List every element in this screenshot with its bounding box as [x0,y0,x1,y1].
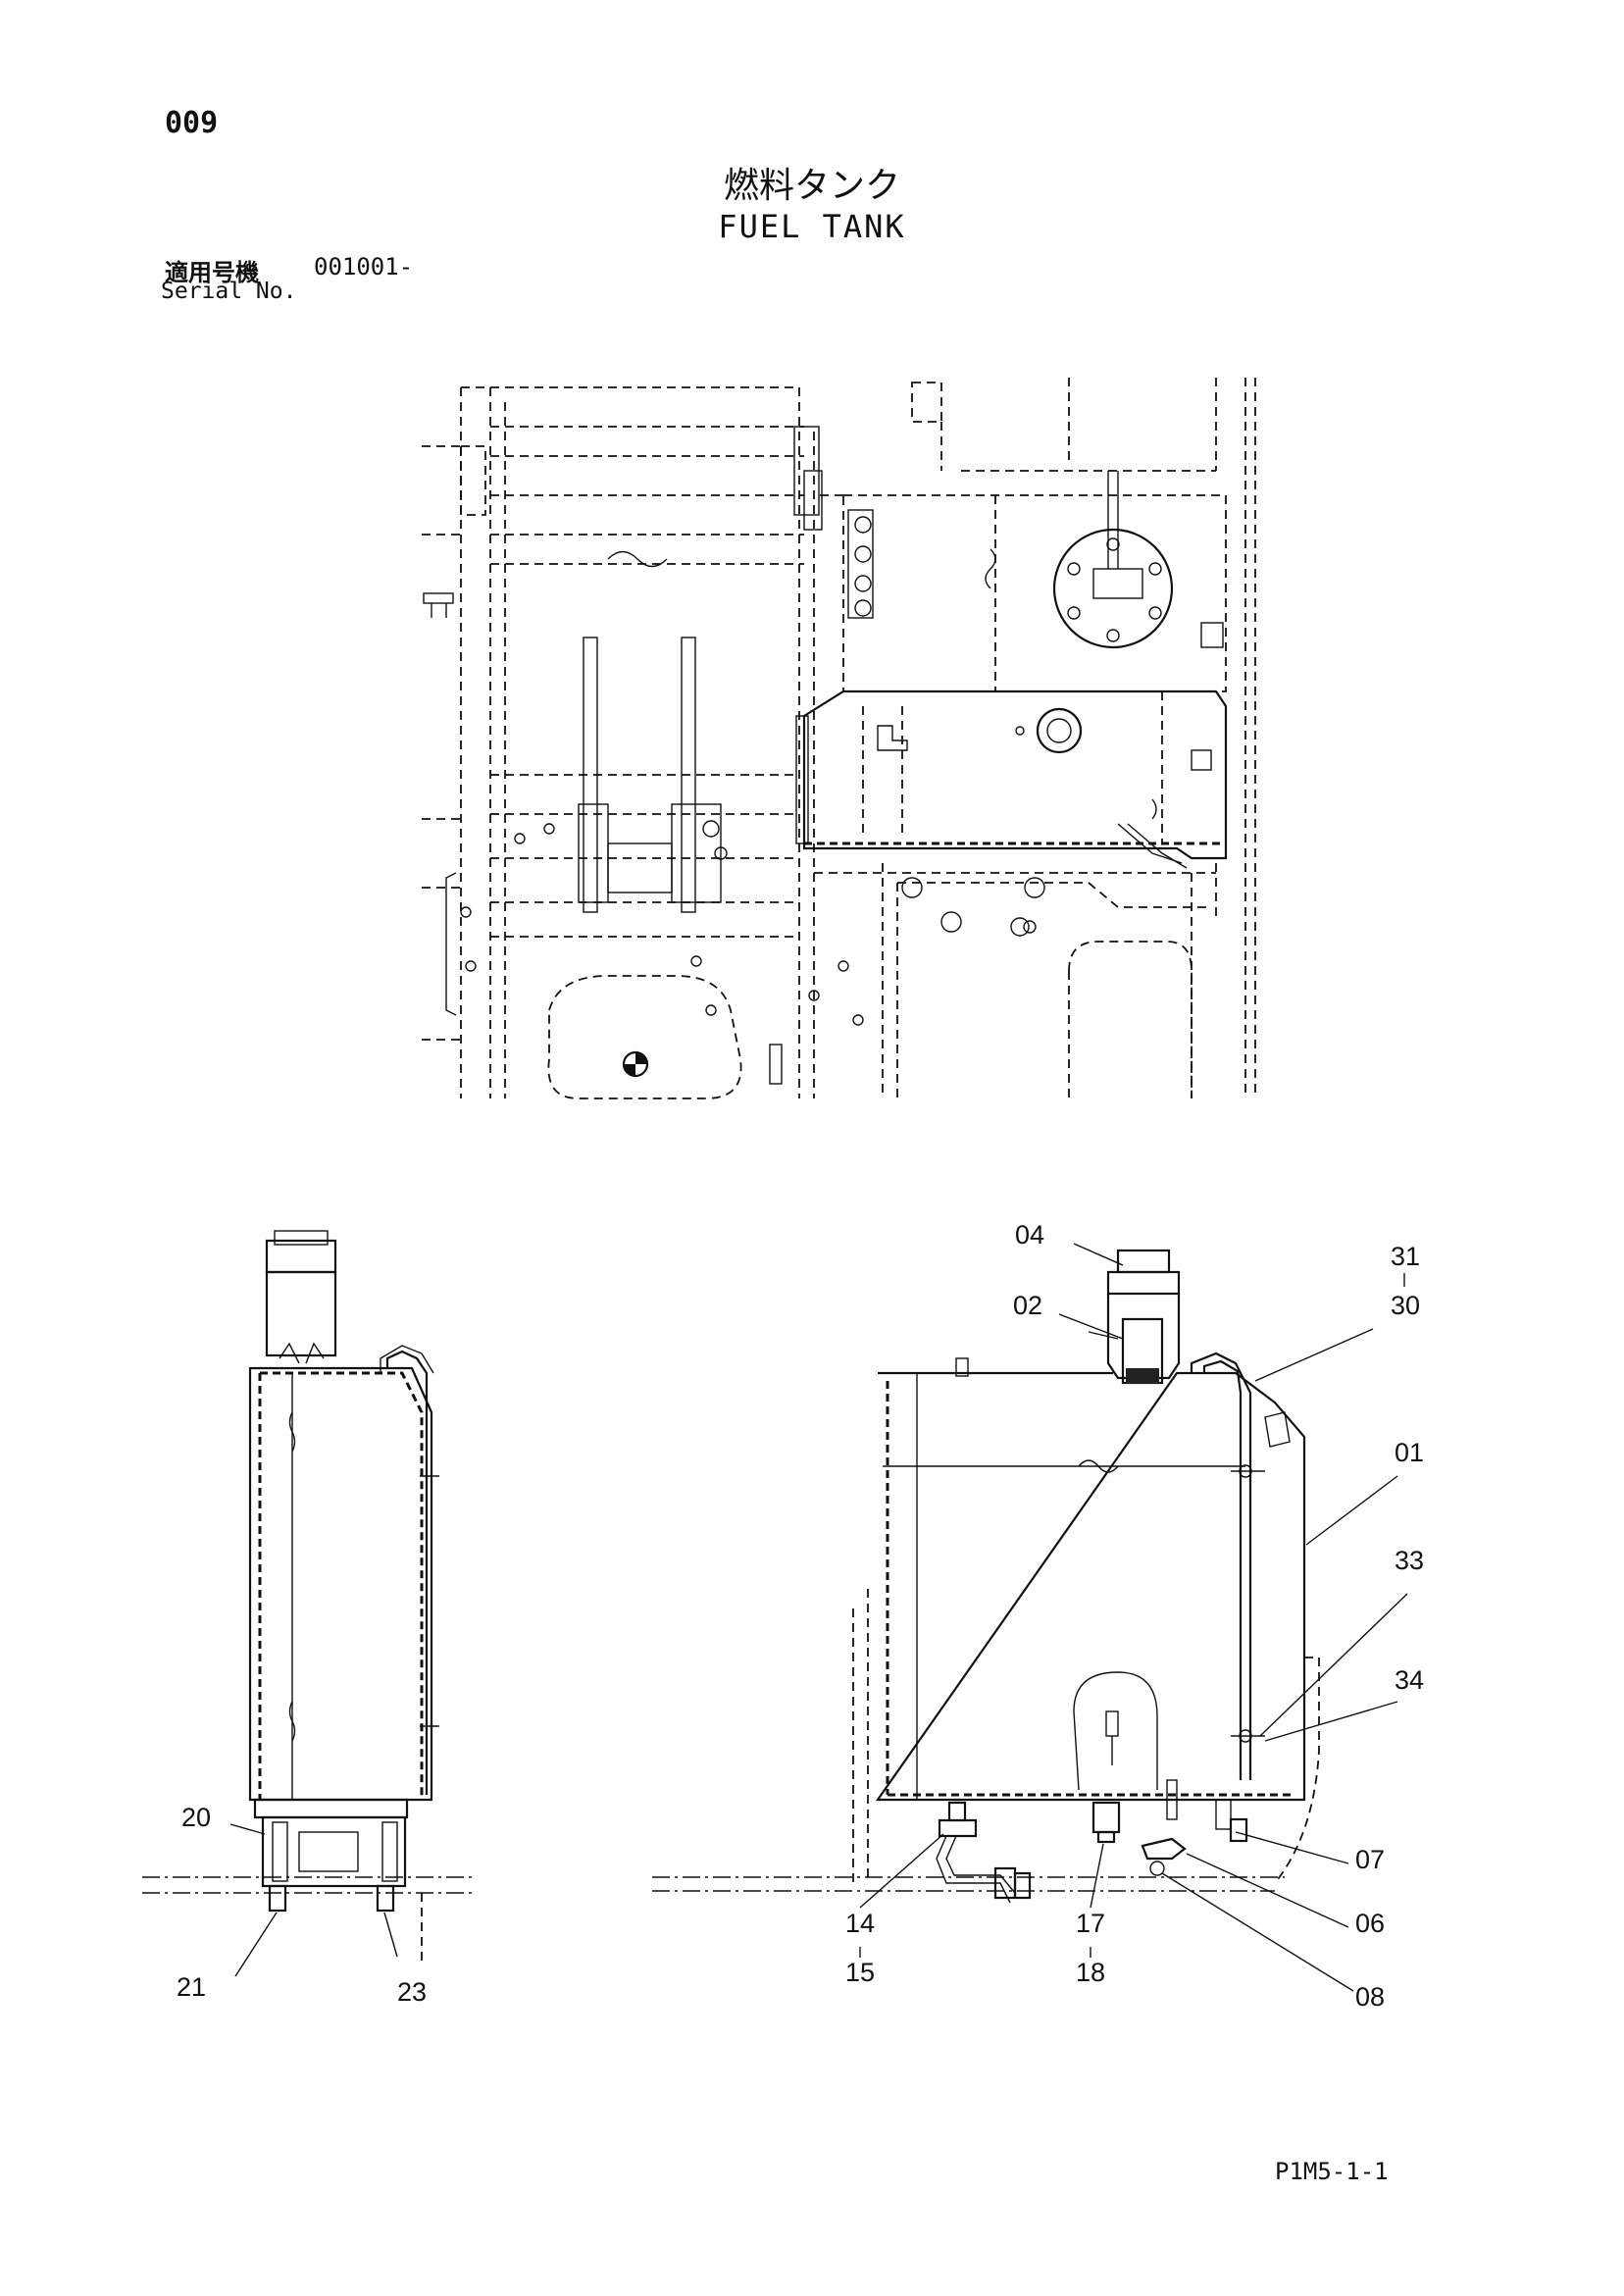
callout-33: 33 [1395,1546,1424,1575]
page-code: P1M5-1-1 [1275,2158,1389,2185]
callout-20: 20 [181,1803,211,1832]
front-view-drawing [652,1243,1408,1992]
callout-02: 02 [1013,1291,1042,1320]
callout-14: 14 [845,1909,875,1938]
callout-15: 15 [845,1958,875,1987]
callout-21: 21 [177,1972,206,2002]
page-number: 009 [165,106,219,140]
callout-17: 17 [1076,1909,1105,1938]
callout-23: 23 [397,1977,427,2007]
callout-08: 08 [1355,1982,1385,2012]
side-view-drawing [142,1230,476,1977]
callout-18: 18 [1076,1958,1105,1987]
callout-31: 31 [1391,1242,1420,1271]
callout-34: 34 [1395,1665,1424,1695]
front-view-callouts: 04 02 31 30 01 33 34 07 06 08 14 15 17 1… [845,1220,1424,2012]
serial-label-english: Serial No. [161,279,297,304]
serial-number-value: 001001- [314,253,414,281]
top-view-drawing [422,378,1256,1099]
callout-07: 07 [1355,1845,1385,1874]
side-view-callouts: 20 21 23 [177,1803,427,2007]
page-title-japanese: 燃料タンク [723,166,900,206]
callout-30: 30 [1391,1291,1420,1320]
page-title-english: FUEL TANK [718,208,906,245]
serial-label-japanese: 適用号機 [165,259,259,286]
callout-01: 01 [1395,1438,1424,1467]
callout-06: 06 [1355,1909,1385,1938]
callout-04: 04 [1015,1220,1044,1250]
